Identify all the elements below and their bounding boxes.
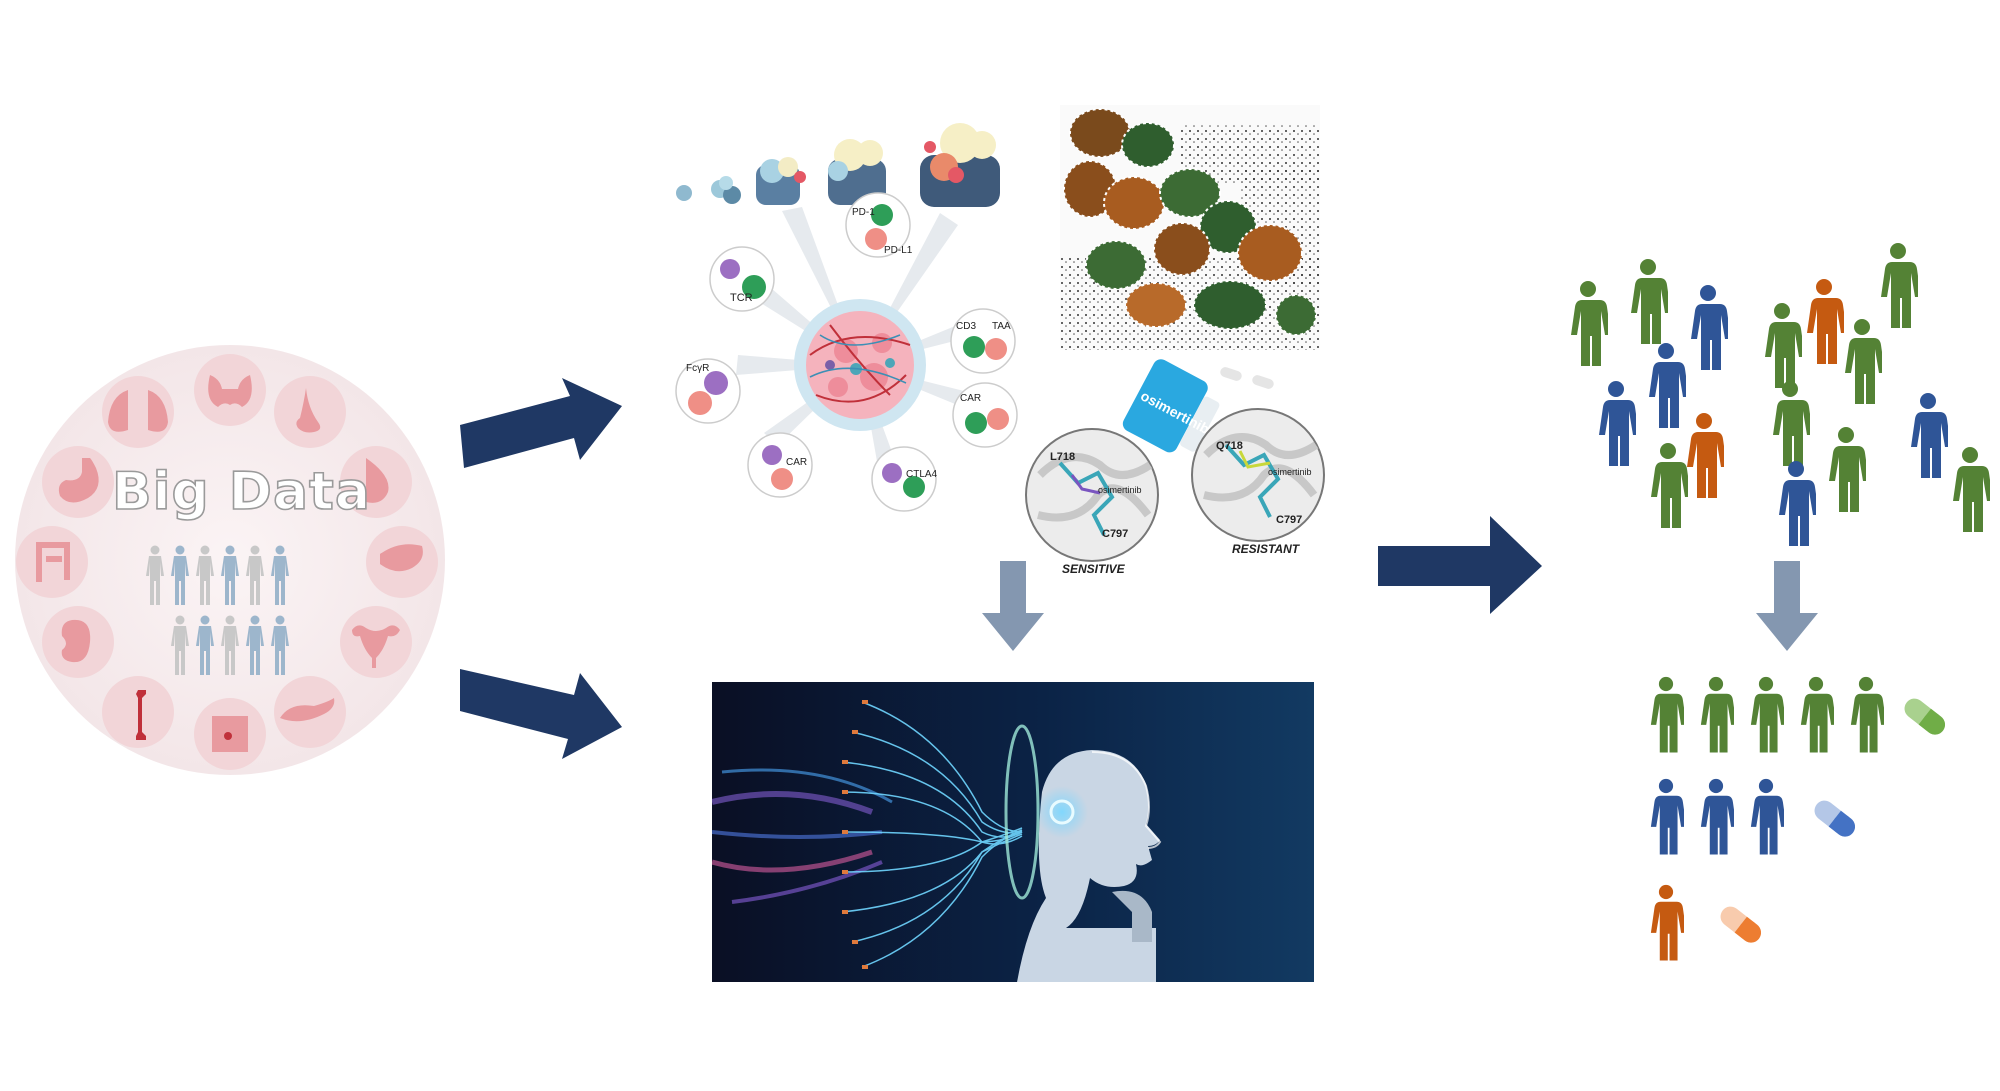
- arrow-to-ai: [460, 669, 622, 759]
- kidney-icon: [42, 606, 114, 678]
- resistant-caption: RESISTANT: [1232, 542, 1301, 556]
- lungs-icon: [102, 376, 174, 448]
- thyroid-icon: [194, 354, 266, 426]
- tumor-microenvironment: [736, 207, 986, 467]
- resistant-res-a: Q718: [1216, 440, 1243, 452]
- ctla4-circle: CTLA4: [871, 446, 938, 512]
- pd1-pdl1-circle: PD-1PD-L1: [845, 192, 913, 258]
- green-group: [1650, 676, 1884, 753]
- pills: [1220, 367, 1274, 389]
- arrow-to-patients: [1378, 516, 1542, 614]
- sensitive-res-b: C797: [1102, 528, 1128, 540]
- drug-bottle: osimertinib: [1122, 359, 1220, 453]
- stratified-groups: [1650, 676, 1946, 961]
- pdl1-label: PD-L1: [884, 245, 913, 256]
- uterus-icon: [340, 606, 412, 678]
- histology-panel: [1060, 105, 1320, 350]
- osimertinib-panel: osimertinib L718 osimertinib C797 SENSIT…: [1025, 359, 1325, 576]
- organ-ring: [16, 354, 438, 770]
- cd3-taa-circle: CD3 TAA: [950, 308, 1016, 374]
- sensitive-binding: L718 osimertinib C797 SENSITIVE: [1025, 428, 1159, 576]
- tcr-label: TCR: [730, 292, 753, 304]
- tcr-circle: TCR: [709, 246, 775, 312]
- arrow-to-tumor: [460, 378, 622, 468]
- data-streams: [712, 768, 893, 904]
- resistant-drug: osimertinib: [1268, 467, 1312, 477]
- patient-figure: [1571, 281, 1608, 366]
- car-label-bottom: CAR: [786, 457, 807, 468]
- sensitive-drug: osimertinib: [1098, 485, 1142, 495]
- tumor-progression: [676, 123, 1000, 207]
- fcgr-label: FcγR: [686, 363, 709, 374]
- sensitive-caption: SENSITIVE: [1062, 562, 1126, 576]
- robot-head: [1017, 750, 1162, 982]
- ctla4-label: CTLA4: [906, 469, 938, 480]
- car-label-right: CAR: [960, 393, 981, 404]
- arrow-down-to-groups: [1756, 561, 1818, 651]
- liver-icon: [366, 526, 438, 598]
- cd3-label: CD3: [956, 321, 976, 332]
- breast-icon: [340, 446, 412, 518]
- car-circle-bottom: CAR: [747, 432, 813, 498]
- orange-group: [1650, 884, 1684, 961]
- intestine-icon: [16, 526, 88, 598]
- arrow-down-to-ai: [982, 561, 1044, 651]
- bone-icon: [102, 676, 174, 748]
- nose-icon: [274, 376, 346, 448]
- tissue-regions: [1063, 108, 1317, 336]
- receptor-circles: TCR PD-1PD-L1 CD3 TAA FcγR CAR CAR CTLA4: [675, 192, 1018, 512]
- big-data-title: Big Data: [111, 461, 371, 523]
- pancreas-icon: [274, 676, 346, 748]
- green-pill-icon: [1904, 698, 1946, 735]
- resistant-binding: Q718 osimertinib C797 RESISTANT: [1191, 408, 1325, 556]
- patient-population: [1571, 243, 1990, 546]
- big-data-hub: [15, 345, 445, 775]
- orange-pill-icon: [1720, 906, 1762, 943]
- stomach-icon: [42, 446, 114, 518]
- sensitive-res-a: L718: [1050, 451, 1075, 463]
- ai-robot-panel: [712, 682, 1314, 982]
- tumor-immunotherapy-panel: TCR PD-1PD-L1 CD3 TAA FcγR CAR CAR CTLA4: [675, 123, 1018, 512]
- blue-pill-icon: [1814, 800, 1856, 837]
- fiber-nodes: [842, 700, 868, 969]
- blue-group: [1650, 778, 1784, 855]
- resistant-res-b: C797: [1276, 514, 1302, 526]
- skin-icon: [194, 698, 266, 770]
- car-circle-right: CAR: [952, 382, 1018, 448]
- taa-label: TAA: [992, 321, 1011, 332]
- fcgr-circle: FcγR: [675, 358, 741, 424]
- pd1-label: PD-1: [852, 207, 875, 218]
